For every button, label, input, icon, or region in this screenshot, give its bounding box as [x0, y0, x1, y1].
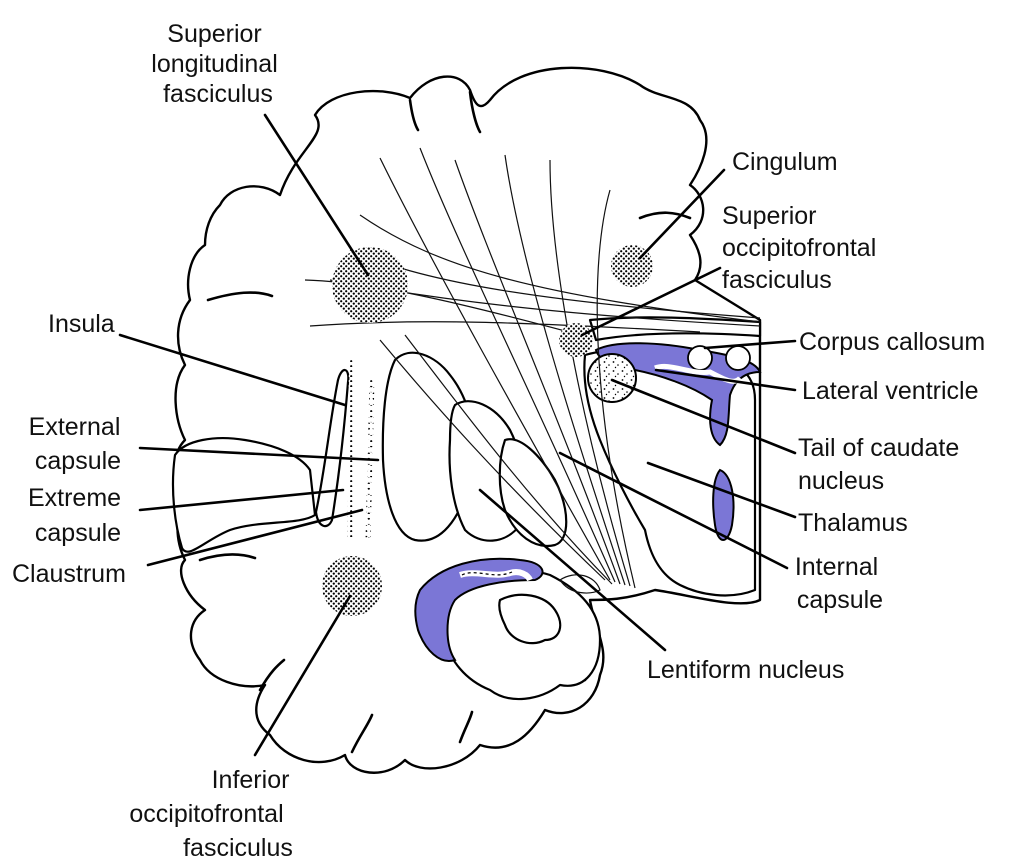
label-lentiform-nucleus: Lentiform nucleus	[647, 656, 844, 684]
label-extreme-capsule: Extreme capsule	[28, 484, 128, 547]
label-inferior-occipitofrontal-fasciculus: Inferior occipitofrontal fasciculus	[129, 766, 296, 862]
superior-occipitofrontal-fasciculus-bundle	[559, 323, 593, 357]
label-tail-of-caudate-nucleus: Tail of caudate nucleus	[798, 434, 966, 495]
superior-longitudinal-fasciculus-bundle	[332, 247, 408, 323]
label-internal-capsule: Internal capsule	[795, 553, 885, 614]
inferior-occipitofrontal-fasciculus-bundle	[322, 556, 382, 616]
label-superior-occipitofrontal-fasciculus: Superior occipitofrontal fasciculus	[722, 202, 883, 294]
label-thalamus: Thalamus	[798, 509, 908, 537]
label-cingulum: Cingulum	[732, 148, 838, 176]
label-external-capsule: External capsule	[29, 413, 128, 475]
label-corpus-callosum: Corpus callosum	[799, 328, 985, 356]
label-superior-longitudinal-fasciculus: Superior longitudinal fasciculus	[151, 20, 284, 108]
label-insula: Insula	[48, 310, 115, 338]
label-lateral-ventricle: Lateral ventricle	[802, 377, 978, 405]
caudate-nucleus	[588, 354, 636, 402]
label-claustrum: Claustrum	[12, 560, 126, 588]
